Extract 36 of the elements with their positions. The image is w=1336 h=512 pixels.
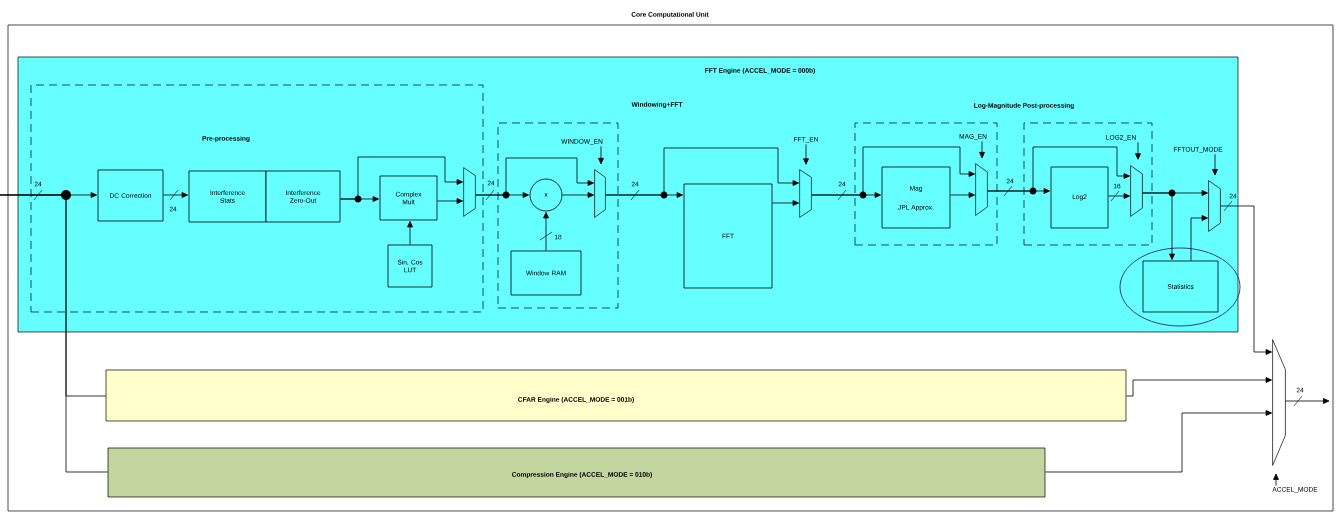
connector-line bbox=[0, 194, 109, 473]
bus-arrow bbox=[163, 189, 188, 201]
arrow bbox=[987, 146, 1130, 192]
bus-arrow bbox=[1220, 200, 1272, 355]
arrow bbox=[979, 140, 985, 159]
arrow bbox=[1142, 192, 1175, 260]
arrow bbox=[1044, 410, 1272, 473]
arrow bbox=[1273, 473, 1279, 487]
multiplexer bbox=[1272, 339, 1286, 466]
arrow bbox=[475, 157, 594, 196]
dashed-group-box bbox=[1023, 122, 1153, 246]
bus-arrow bbox=[539, 212, 553, 251]
arrow bbox=[437, 198, 463, 204]
arrow bbox=[1212, 153, 1218, 176]
arrow bbox=[811, 146, 975, 196]
arrow bbox=[772, 200, 799, 206]
multiplexer bbox=[463, 167, 476, 217]
bus-arrow bbox=[1285, 395, 1330, 407]
arrow bbox=[340, 156, 463, 200]
arrow bbox=[950, 192, 975, 198]
dashed-group-box bbox=[497, 122, 619, 309]
arrow bbox=[1135, 141, 1141, 160]
multiplexer bbox=[1208, 180, 1221, 232]
arrow bbox=[562, 192, 594, 198]
multiplexer bbox=[799, 169, 812, 218]
multiplexer bbox=[1130, 165, 1143, 217]
arrow bbox=[407, 221, 413, 245]
multiplexer bbox=[975, 163, 988, 216]
arrow bbox=[1190, 215, 1208, 261]
arrow bbox=[605, 147, 799, 196]
dashed-group-box bbox=[854, 122, 998, 246]
arrow bbox=[1125, 377, 1272, 397]
bus-arrow bbox=[1108, 190, 1130, 202]
arrow bbox=[598, 145, 604, 165]
multiplexer bbox=[594, 169, 606, 218]
arrow bbox=[803, 143, 809, 165]
